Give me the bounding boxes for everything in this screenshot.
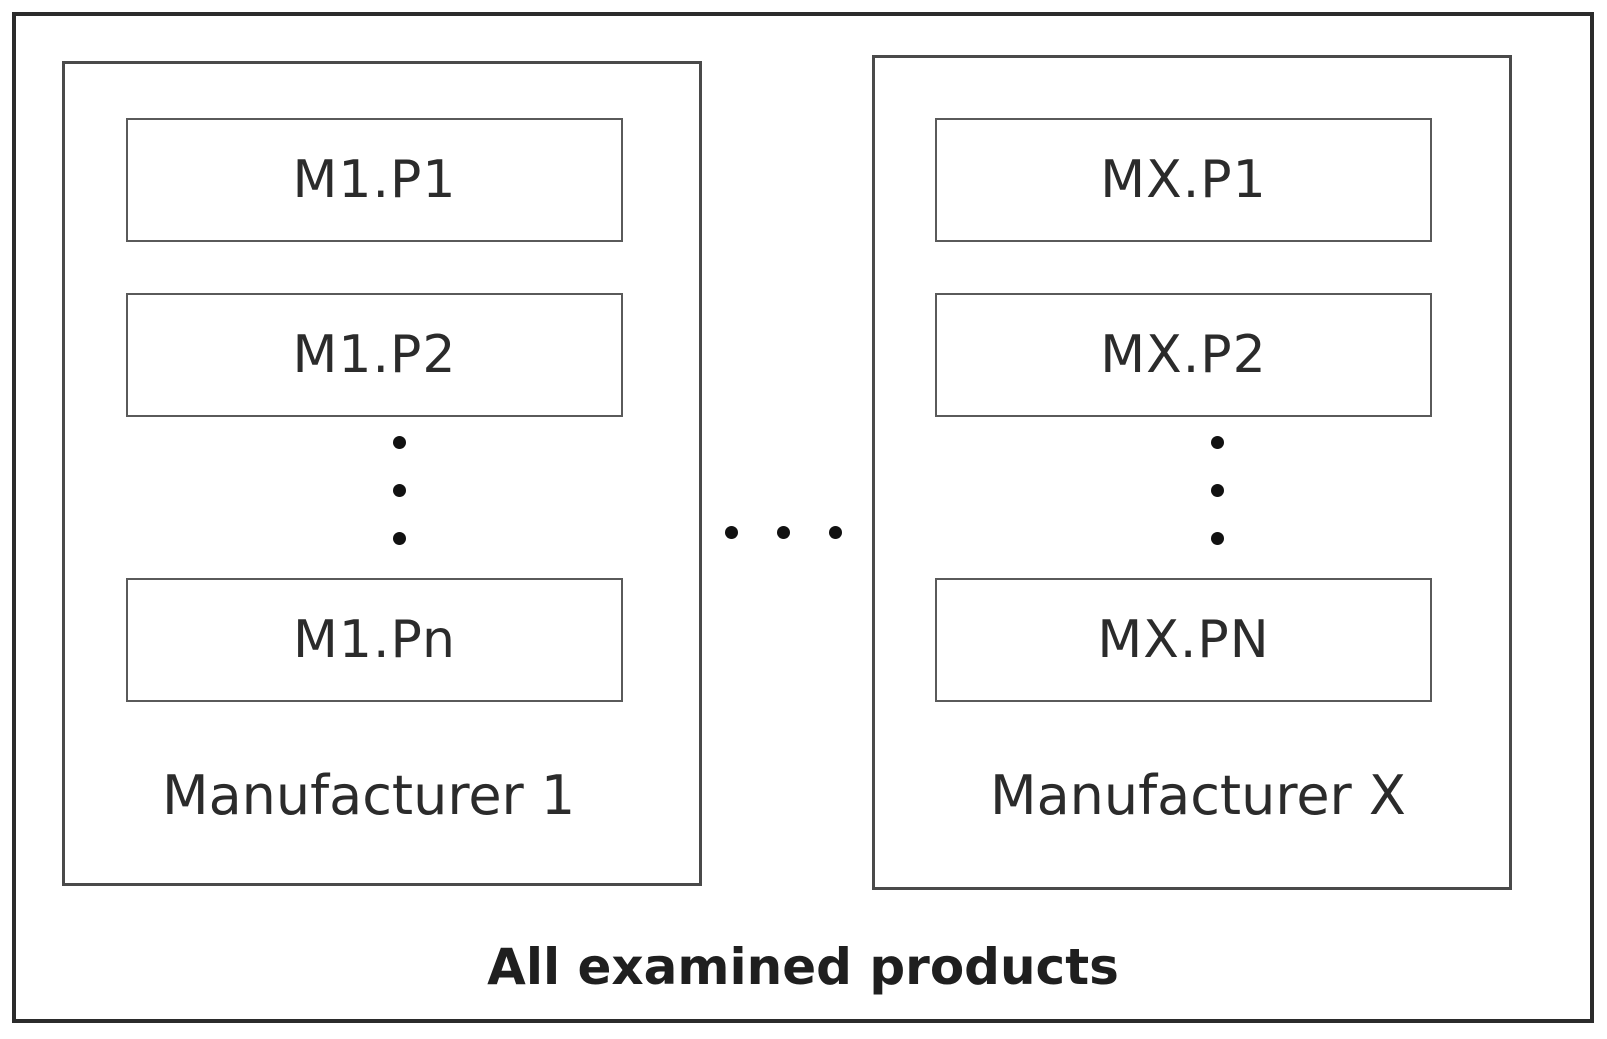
product-box-m1-pn: M1.Pn xyxy=(126,578,623,702)
manufacturer-label: Manufacturer 1 xyxy=(162,764,576,827)
product-box-mx-pn: MX.PN xyxy=(935,578,1432,702)
product-box-mx-p1: MX.P1 xyxy=(935,118,1432,242)
vertical-ellipsis xyxy=(393,436,406,546)
manufacturer-1-group: M1.P1 M1.P2 M1.Pn Manufacturer 1 xyxy=(62,61,702,886)
horizontal-ellipsis xyxy=(725,526,845,540)
all-products-container xyxy=(12,12,1594,1023)
diagram-caption: All examined products xyxy=(487,938,1119,996)
vertical-ellipsis xyxy=(1211,436,1224,546)
manufacturer-x-group: MX.P1 MX.P2 MX.PN Manufacturer X xyxy=(872,55,1512,890)
product-box-m1-p1: M1.P1 xyxy=(126,118,623,242)
product-box-m1-p2: M1.P2 xyxy=(126,293,623,417)
product-box-mx-p2: MX.P2 xyxy=(935,293,1432,417)
manufacturer-label: Manufacturer X xyxy=(990,764,1406,827)
